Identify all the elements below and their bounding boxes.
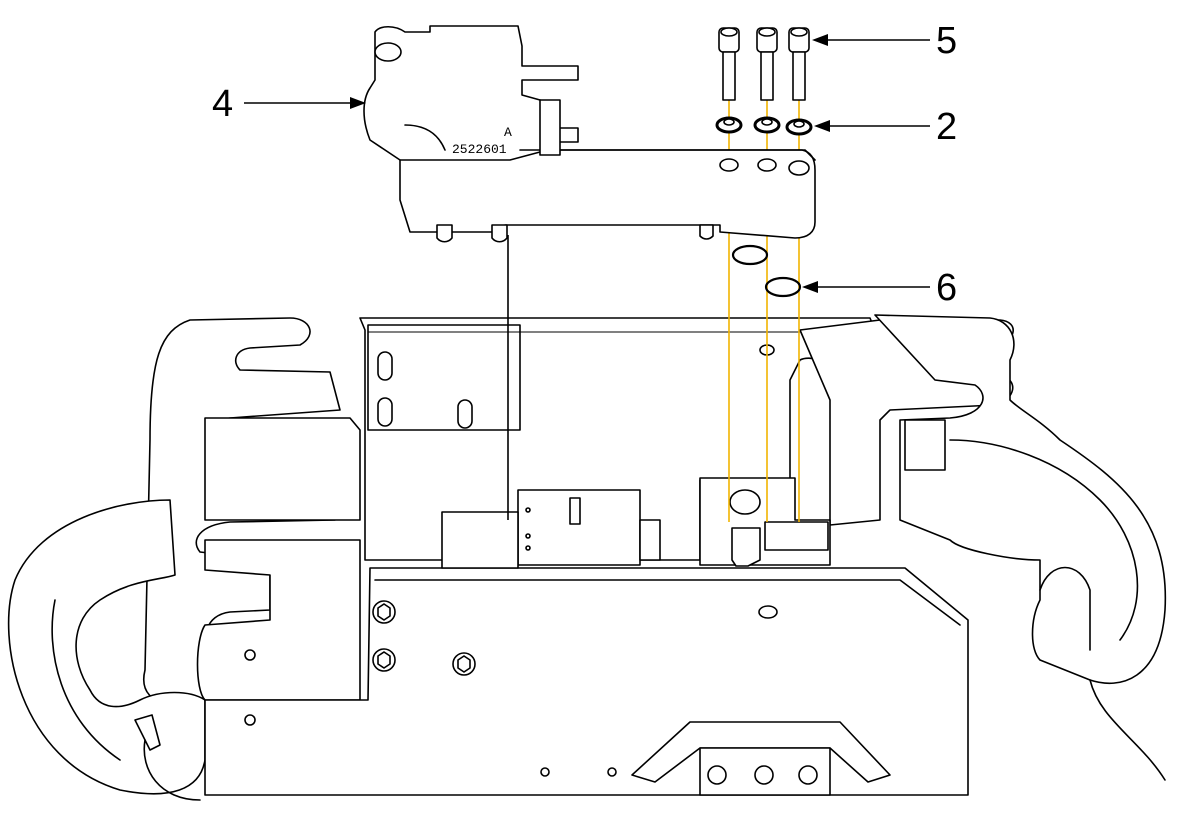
right-lower-bracket [904,419,946,471]
callout-label-5: 5 [936,20,957,62]
callout-label-4: 4 [212,83,233,125]
right-arm-inner-curve [949,439,1139,641]
screw-2 [756,27,778,101]
manifold-edge-2 [404,124,446,151]
right-hose-end [1039,566,1091,651]
washer-1 [715,116,743,134]
screw-3 [788,27,810,101]
bottom-bracket [631,721,891,783]
o-rings-part-6 [731,244,802,298]
washer-3 [785,118,813,136]
manifold-edge-3 [519,149,816,161]
plate-bolt-1 [372,600,396,624]
bottom-bolt-3 [798,765,818,785]
left-mount-bracket [441,511,519,569]
callout-6: 6 [802,267,957,309]
module-dot-1 [525,507,531,513]
center-left-block [367,324,521,431]
arrow-head-icon [812,34,828,46]
callout-4: 4 [212,83,366,125]
manifold-foot-2 [491,224,508,243]
arrow-head-icon [814,120,830,132]
manifold-connector [539,99,561,156]
callout-5: 5 [812,20,957,62]
small-hole-4 [244,649,256,661]
manifold-hole-2 [757,158,777,172]
o-ring-1 [731,244,769,266]
pin-1 [377,351,393,381]
base-assembly [7,314,1167,801]
module-dot-3 [525,545,531,551]
receiving-stub [764,521,829,551]
arrow-head-icon [802,281,818,293]
right-cable [1089,679,1166,781]
circuit-module-side [639,519,661,561]
callout-2: 2 [814,106,957,148]
screws-part-5 [718,27,810,101]
base-plate-edge [374,579,961,626]
part-stamp-line2: 2522601 [452,142,507,157]
receiving-port [729,489,761,515]
left-hose-inner-curve [51,599,121,761]
left-lower-frame [196,539,361,701]
plate-bolt-3 [452,652,476,676]
callout-label-2: 2 [936,106,957,148]
screw-1 [718,27,740,101]
part-stamp-line1: A [504,125,512,140]
manifold-part-4: A 2522601 [363,25,816,243]
left-cable [143,739,201,801]
bottom-bolt-1 [707,765,727,785]
plate-hole [758,605,778,619]
small-hole-1 [244,714,256,726]
small-hole-2 [540,767,550,777]
manifold-foot-3 [699,224,714,240]
module-dot-2 [525,533,531,539]
module-chip [569,497,581,525]
pin-3 [457,399,473,429]
o-ring-2 [764,276,802,298]
manifold-top-hole [374,42,402,62]
pin-2 [377,397,393,427]
manifold-hole-1 [719,158,739,172]
manifold-body [363,25,816,239]
washer-2 [753,116,781,134]
plate-bolt-2 [372,648,396,672]
left-inner-frame [204,417,361,521]
callout-label-6: 6 [936,267,957,309]
manifold-foot-1 [436,224,453,243]
bottom-bolt-2 [754,765,774,785]
arrow-head-icon [350,97,366,109]
manifold-hole-3 [788,160,810,176]
fitting [731,527,761,567]
washers-part-2 [715,116,813,136]
small-hole-3 [607,767,617,777]
manifold-edge-1 [399,151,541,161]
right-arm-outer [874,314,1167,684]
